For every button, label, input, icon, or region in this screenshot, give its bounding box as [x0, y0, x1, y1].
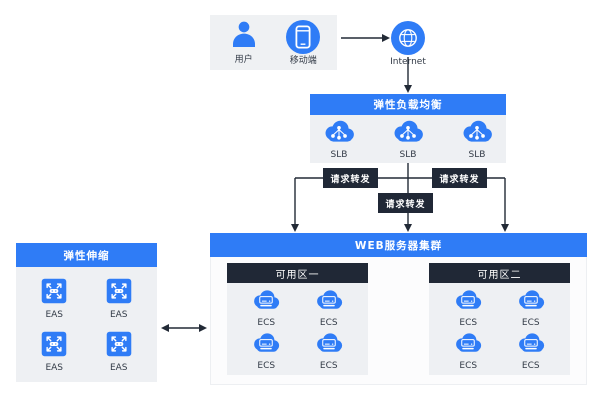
- mobile-node: 移动端: [277, 19, 329, 66]
- ecs-node: ECS: [251, 331, 281, 371]
- cloud-ecs-icon: [453, 331, 483, 359]
- slb-node: SLB: [322, 118, 356, 160]
- scaling-panel-title: 弹性伸缩: [16, 243, 157, 267]
- cloud-ecs-icon: [314, 331, 344, 359]
- internet-node: Internet: [378, 21, 438, 67]
- globe-icon: [391, 21, 425, 55]
- zone-title: 可用区一: [227, 263, 368, 283]
- client-group: 用户 移动端: [210, 15, 337, 70]
- cloud-slb-icon: [460, 118, 494, 148]
- ecs-label: ECS: [459, 361, 478, 372]
- ecs-node: ECS: [314, 331, 344, 371]
- scale-expand-icon: [106, 331, 132, 361]
- ecs-node: ECS: [453, 331, 483, 371]
- slb-label: SLB: [468, 150, 486, 160]
- person-icon: [229, 20, 259, 53]
- ecs-node: ECS: [453, 288, 483, 328]
- eas-node: EAS: [106, 278, 132, 320]
- ecs-label: ECS: [257, 361, 276, 372]
- user-label: 用户: [234, 55, 253, 65]
- slb-node: SLB: [460, 118, 494, 160]
- cloud-slb-icon: [391, 118, 425, 148]
- cloud-ecs-icon: [251, 288, 281, 316]
- forward-chip: 请求转发: [323, 168, 378, 188]
- cloud-ecs-icon: [314, 288, 344, 316]
- cloud-ecs-icon: [453, 288, 483, 316]
- eas-node: EAS: [41, 278, 67, 320]
- eas-label: EAS: [45, 362, 64, 373]
- cloud-ecs-icon: [251, 331, 281, 359]
- availability-zone-2: 可用区二 ECS: [429, 263, 570, 375]
- ecs-label: ECS: [319, 361, 338, 372]
- ecs-label: ECS: [319, 317, 338, 328]
- ecs-node: ECS: [314, 288, 344, 328]
- forward-chip: 请求转发: [378, 193, 433, 213]
- mobile-label: 移动端: [289, 55, 317, 66]
- slb-panel-title: 弹性负载均衡: [310, 94, 506, 115]
- slb-label: SLB: [399, 150, 417, 160]
- slb-panel-body: SLB SLB: [310, 115, 506, 163]
- cloud-ecs-icon: [516, 331, 546, 359]
- ecs-node: ECS: [516, 331, 546, 371]
- scaling-panel-body: EAS EAS: [16, 267, 157, 382]
- scale-expand-icon: [41, 278, 67, 308]
- scaling-panel: 弹性伸缩 EAS: [16, 243, 157, 382]
- scale-expand-icon: [41, 331, 67, 361]
- slb-node: SLB: [391, 118, 425, 160]
- eas-node: EAS: [41, 331, 67, 373]
- eas-label: EAS: [45, 310, 64, 321]
- eas-node: EAS: [106, 331, 132, 373]
- forward-chip: 请求转发: [432, 168, 487, 188]
- slb-label: SLB: [330, 150, 348, 160]
- zone-title: 可用区二: [429, 263, 570, 283]
- web-cluster-body: 可用区一 ECS: [210, 257, 587, 385]
- ecs-label: ECS: [521, 317, 540, 328]
- availability-zone-1: 可用区一 ECS: [227, 263, 368, 375]
- eas-label: EAS: [109, 362, 128, 373]
- zone-body: ECS ECS: [429, 283, 570, 375]
- internet-label: Internet: [390, 57, 426, 67]
- user-node: 用户: [218, 20, 270, 65]
- web-cluster-panel: WEB服务器集群 可用区一: [210, 233, 587, 385]
- ecs-node: ECS: [251, 288, 281, 328]
- ecs-node: ECS: [516, 288, 546, 328]
- zone-body: ECS ECS: [227, 283, 368, 375]
- cloud-ecs-icon: [516, 288, 546, 316]
- scale-expand-icon: [106, 278, 132, 308]
- web-cluster-title: WEB服务器集群: [210, 233, 587, 257]
- smartphone-icon: [286, 19, 321, 54]
- ecs-label: ECS: [521, 361, 540, 372]
- slb-panel: 弹性负载均衡 SLB: [310, 94, 506, 163]
- ecs-label: ECS: [257, 317, 276, 328]
- ecs-label: ECS: [459, 317, 478, 328]
- cloud-slb-icon: [322, 118, 356, 148]
- eas-label: EAS: [109, 310, 128, 321]
